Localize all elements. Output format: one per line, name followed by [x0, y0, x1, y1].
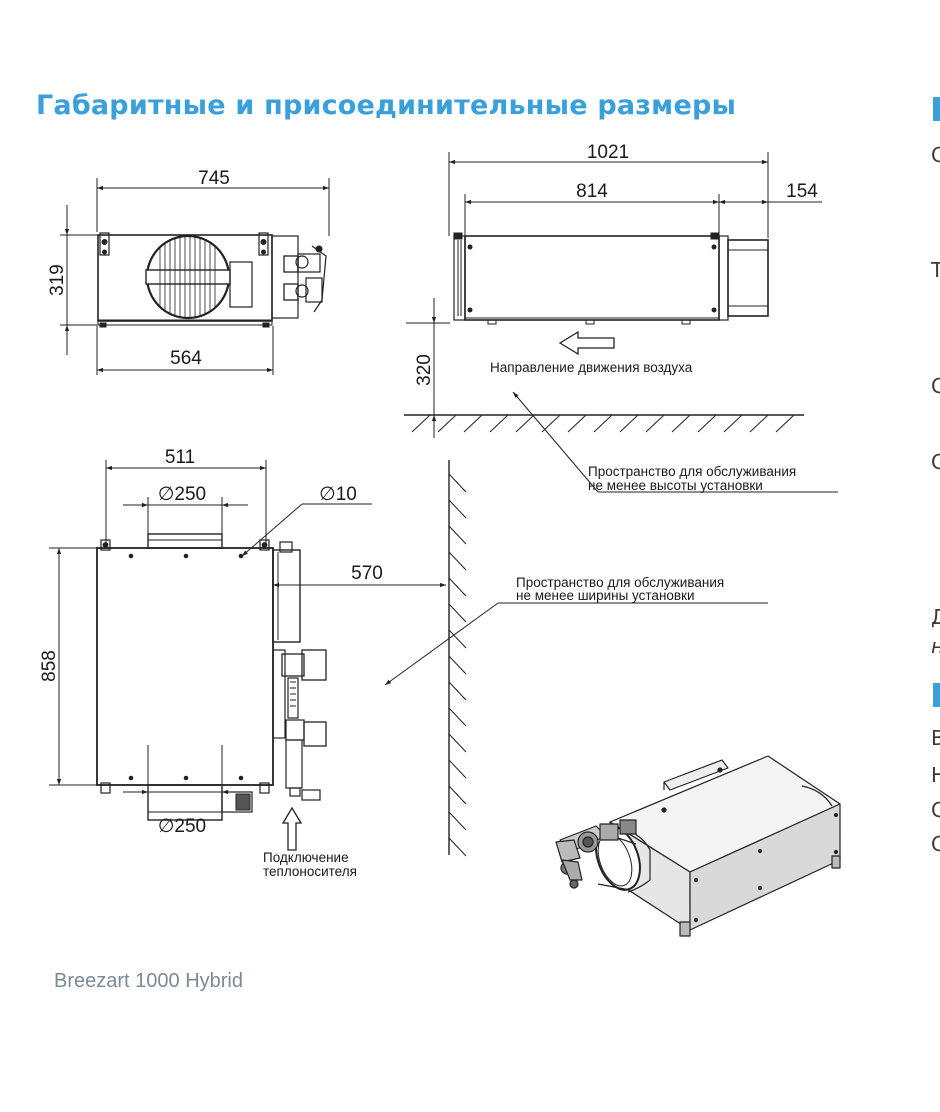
right-column-heading-edge	[933, 97, 940, 121]
note-service-height-1: Пространство для обслуживания	[588, 464, 796, 479]
dim-wall-clearance: 570	[351, 563, 383, 584]
dim-side-total: 1021	[587, 142, 629, 163]
right-column-fragment: С	[931, 374, 940, 398]
dim-front-base: 564	[170, 348, 202, 369]
note-service-height-2: не менее высоты установки	[588, 478, 763, 493]
dim-floor-clearance: 320	[414, 354, 435, 386]
dim-front-width: 745	[198, 168, 230, 189]
right-column-subheading-edge	[933, 683, 940, 707]
dim-mount-hole-dia: ∅10	[319, 484, 357, 505]
dim-top-duct-dia: ∅250	[158, 484, 206, 505]
isometric-view	[555, 755, 841, 937]
dim-top-length: 858	[39, 650, 60, 682]
right-column-fragment: С	[931, 798, 940, 822]
right-column-fragment: Н	[931, 763, 940, 787]
dim-side-duct: 154	[786, 181, 818, 202]
front-view	[60, 178, 330, 375]
right-column-fragment: Д	[931, 605, 940, 629]
dim-top-width: 511	[165, 447, 195, 468]
section-heading: Габаритные и присоединительные размеры	[36, 90, 737, 121]
note-coolant-2: теплоносителя	[263, 864, 357, 879]
dim-front-height: 319	[47, 264, 68, 296]
top-view	[49, 460, 768, 857]
right-column-fragment: В	[931, 726, 940, 750]
right-column-fragment: С	[931, 450, 940, 474]
right-column-fragment: Т	[931, 258, 940, 282]
note-coolant-1: Подключение	[263, 850, 349, 865]
note-service-width-1: Пространство для обслуживания	[516, 575, 724, 590]
product-caption: Breezart 1000 Hybrid	[54, 970, 243, 992]
note-airflow: Направление движения воздуха	[490, 360, 693, 375]
side-view	[404, 152, 838, 493]
right-column-fragment: н	[931, 634, 940, 658]
dim-side-body: 814	[576, 181, 608, 202]
note-service-width-2: не менее ширины установки	[516, 588, 695, 603]
right-column-fragment: С	[931, 832, 940, 856]
dim-bottom-duct-dia: ∅250	[158, 816, 206, 837]
right-column-fragment: С	[931, 143, 940, 167]
